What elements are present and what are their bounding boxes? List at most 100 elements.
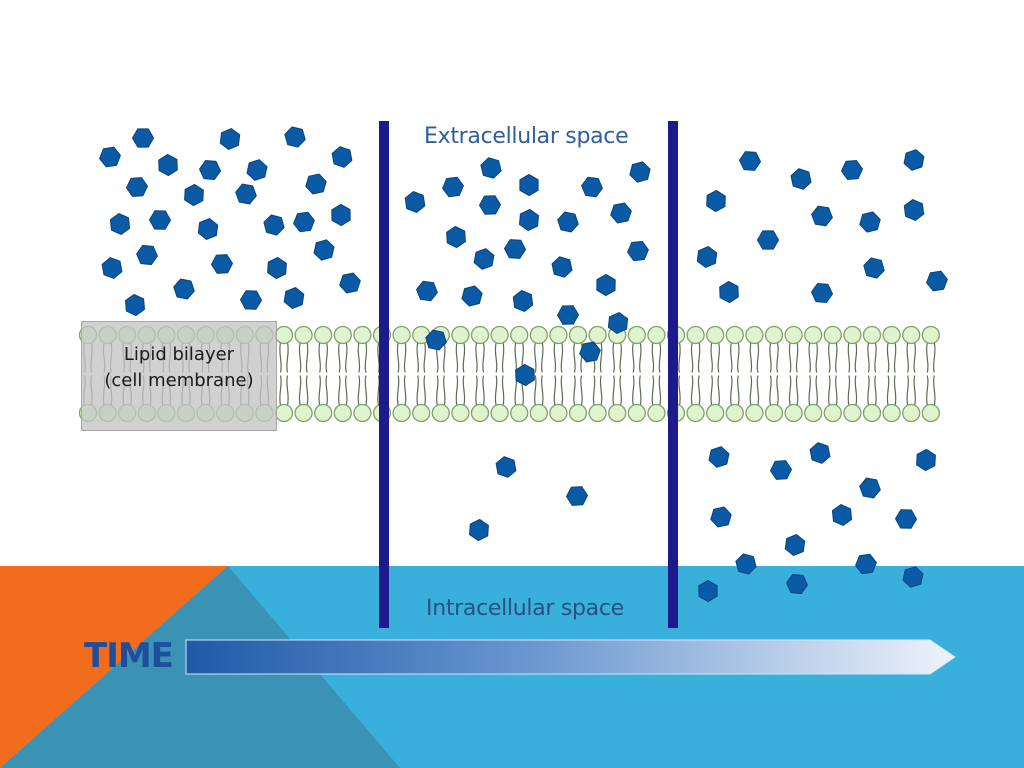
phospholipid-icon bbox=[804, 325, 823, 423]
hexagon-molecule-icon bbox=[239, 290, 263, 310]
hexagon-molecule-icon bbox=[903, 149, 925, 171]
phospholipid-icon bbox=[725, 325, 744, 423]
hexagon-molecule-icon bbox=[556, 305, 580, 325]
phospholipid-icon bbox=[588, 325, 607, 423]
hexagon-molecule-icon bbox=[784, 534, 806, 556]
hexagon-molecule-icon bbox=[480, 157, 502, 179]
hexagon-molecule-icon bbox=[859, 477, 881, 499]
hexagon-molecule-icon bbox=[131, 128, 155, 148]
phospholipid-icon bbox=[294, 325, 313, 423]
phospholipid-icon bbox=[921, 325, 940, 423]
hexagon-molecule-icon bbox=[512, 290, 534, 312]
hexagon-molecule-icon bbox=[551, 256, 573, 278]
hexagon-molecule-icon bbox=[735, 553, 757, 575]
hexagon-molecule-icon bbox=[515, 363, 535, 387]
hexagon-molecule-icon bbox=[461, 285, 483, 307]
hexagon-molecule-icon bbox=[831, 504, 853, 526]
phospholipid-icon bbox=[706, 325, 725, 423]
hexagon-molecule-icon bbox=[446, 225, 466, 249]
hexagon-molecule-icon bbox=[219, 128, 241, 150]
hexagon-molecule-icon bbox=[769, 460, 793, 480]
phospholipid-icon bbox=[608, 325, 627, 423]
divider-line-left bbox=[379, 121, 389, 628]
lipid-bilayer-label: Lipid bilayer (cell membrane) bbox=[81, 342, 277, 394]
phospholipid-icon bbox=[470, 325, 490, 423]
hexagon-molecule-icon bbox=[473, 248, 495, 270]
hexagon-molecule-icon bbox=[596, 273, 616, 297]
hexagon-molecule-icon bbox=[859, 211, 881, 233]
time-arrow-icon bbox=[185, 639, 956, 675]
phospholipid-icon bbox=[784, 325, 803, 423]
extracellular-space-label: Extracellular space bbox=[424, 124, 629, 149]
hexagon-molecule-icon bbox=[442, 176, 464, 198]
hexagon-molecule-icon bbox=[894, 509, 918, 529]
phospholipid-icon bbox=[686, 325, 705, 423]
hexagon-molecule-icon bbox=[109, 213, 131, 235]
hexagon-molecule-icon bbox=[124, 293, 146, 317]
phospholipid-icon bbox=[862, 325, 882, 423]
hexagon-molecule-icon bbox=[903, 199, 925, 221]
hexagon-molecule-icon bbox=[855, 553, 877, 575]
hexagon-molecule-icon bbox=[581, 176, 603, 198]
hexagon-molecule-icon bbox=[790, 168, 812, 190]
hexagon-molecule-icon bbox=[416, 280, 438, 302]
hexagon-molecule-icon bbox=[738, 151, 762, 171]
lipid-bilayer-label-line1: Lipid bilayer bbox=[123, 344, 235, 365]
hexagon-molecule-icon bbox=[235, 183, 257, 205]
hexagon-molecule-icon bbox=[267, 256, 287, 280]
hexagon-molecule-icon bbox=[246, 159, 268, 181]
hexagon-molecule-icon bbox=[863, 257, 885, 279]
hexagon-molecule-icon bbox=[404, 191, 426, 213]
hexagon-molecule-icon bbox=[425, 329, 447, 351]
hexagon-molecule-icon bbox=[263, 214, 285, 236]
hexagon-molecule-icon bbox=[518, 208, 540, 232]
phospholipid-icon bbox=[549, 325, 568, 423]
phospholipid-icon bbox=[627, 325, 646, 423]
hexagon-molecule-icon bbox=[173, 278, 195, 300]
hexagon-molecule-icon bbox=[503, 239, 527, 259]
hexagon-molecule-icon bbox=[706, 189, 726, 213]
hexagon-molecule-icon bbox=[331, 146, 353, 168]
hexagon-molecule-icon bbox=[313, 239, 335, 261]
hexagon-molecule-icon bbox=[184, 183, 204, 207]
phospholipid-icon bbox=[745, 325, 764, 423]
hexagon-molecule-icon bbox=[916, 448, 936, 472]
hexagon-molecule-icon bbox=[469, 518, 489, 542]
phospholipid-icon bbox=[882, 325, 901, 423]
intracellular-space-label: Intracellular space bbox=[426, 596, 624, 621]
phospholipid-icon bbox=[764, 325, 784, 423]
hexagon-molecule-icon bbox=[629, 161, 651, 183]
phospholipid-icon bbox=[392, 325, 411, 423]
hexagon-molecule-icon bbox=[305, 173, 327, 195]
hexagon-molecule-icon bbox=[283, 287, 305, 309]
hexagon-molecule-icon bbox=[610, 202, 632, 224]
hexagon-molecule-icon bbox=[284, 126, 306, 148]
hexagon-molecule-icon bbox=[293, 211, 315, 233]
hexagon-molecule-icon bbox=[495, 456, 517, 478]
hexagon-molecule-icon bbox=[136, 244, 158, 266]
hexagon-molecule-icon bbox=[148, 210, 172, 230]
hexagon-molecule-icon bbox=[840, 159, 864, 181]
hexagon-molecule-icon bbox=[902, 566, 924, 588]
hexagon-molecule-icon bbox=[158, 153, 178, 177]
phospholipid-icon bbox=[843, 325, 862, 423]
hexagon-molecule-icon bbox=[339, 272, 361, 294]
phospholipid-icon bbox=[353, 325, 372, 423]
lipid-bilayer-label-box bbox=[81, 321, 277, 431]
phospholipid-icon bbox=[314, 325, 333, 423]
hexagon-molecule-icon bbox=[197, 218, 219, 240]
hexagon-molecule-icon bbox=[565, 486, 589, 506]
hexagon-molecule-icon bbox=[557, 211, 579, 233]
divider-line-right bbox=[668, 121, 678, 628]
hexagon-molecule-icon bbox=[786, 573, 808, 595]
time-label: TIME bbox=[84, 636, 174, 676]
hexagon-molecule-icon bbox=[101, 257, 123, 279]
hexagon-molecule-icon bbox=[708, 446, 730, 468]
phospholipid-icon bbox=[412, 325, 431, 423]
hexagon-molecule-icon bbox=[698, 579, 718, 603]
hexagon-molecule-icon bbox=[756, 230, 780, 250]
lipid-bilayer-label-line2: (cell membrane) bbox=[104, 370, 254, 391]
phospholipid-icon bbox=[490, 325, 509, 423]
molecule-layer bbox=[99, 126, 948, 603]
